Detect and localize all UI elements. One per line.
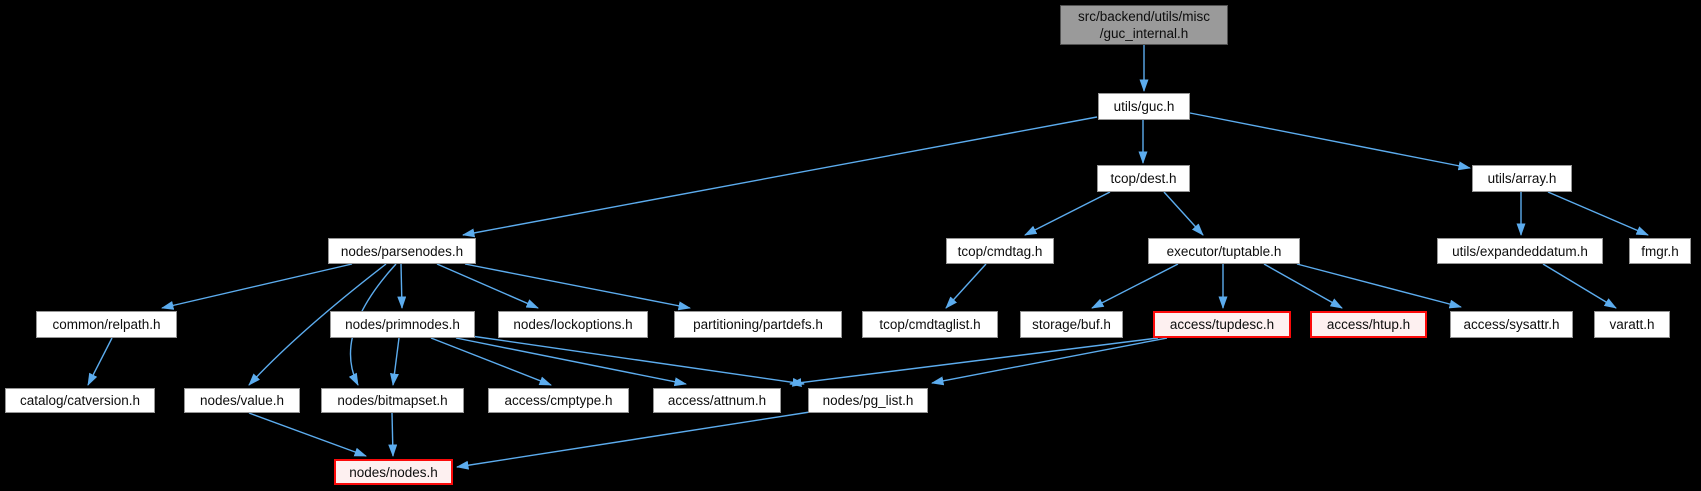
edge-access-tupdesc-to-access-attnum (789, 337, 1159, 388)
edge-nodes-parsenodes-to-nodes-lockoptions (436, 263, 539, 309)
edge-tcop-cmdtag-to-tcop-cmdtaglist (945, 263, 987, 309)
node-tcop-cmdtag[interactable]: tcop/cmdtag.h (946, 238, 1054, 264)
edge-access-tupdesc-to-nodes-pg-list (931, 337, 1168, 386)
edge-utils-guc-to-nodes-parsenodes (462, 116, 1098, 238)
edge-utils-expandeddatum-to-varatt (1542, 263, 1617, 309)
edge-tcop-dest-to-tcop-cmdtag (1024, 191, 1111, 236)
node-label-line1: src/backend/utils/misc (1077, 8, 1211, 24)
edge-utils-array-to-fmgr (1547, 191, 1649, 236)
node-nodes-value[interactable]: nodes/value.h (184, 388, 300, 413)
node-fmgr[interactable]: fmgr.h (1629, 238, 1691, 264)
node-tcop-cmdtaglist[interactable]: tcop/cmdtaglist.h (862, 311, 998, 338)
node-access-tupdesc[interactable]: access/tupdesc.h (1153, 311, 1291, 338)
edge-nodes-primnodes-to-nodes-bitmapset (389, 337, 400, 386)
node-tcop-dest[interactable]: tcop/dest.h (1097, 165, 1190, 192)
edge-utils-guc-to-utils-array (1189, 112, 1471, 171)
node-varatt[interactable]: varatt.h (1594, 311, 1670, 338)
edge-nodes-bitmapset-to-nodes-nodes (388, 412, 398, 457)
node-nodes-pg-list[interactable]: nodes/pg_list.h (808, 388, 928, 413)
node-utils-guc[interactable]: utils/guc.h (1098, 93, 1190, 120)
edge-executor-tuptable-to-access-htup (1263, 263, 1343, 309)
edge-common-relpath-to-catalog-catversion (87, 337, 113, 386)
edge-nodes-parsenodes-to-nodes-primnodes (397, 263, 407, 309)
edge-nodes-primnodes-to-access-cmptype (430, 337, 552, 386)
node-access-cmptype[interactable]: access/cmptype.h (488, 388, 629, 413)
node-partitioning-partdefs[interactable]: partitioning/partdefs.h (674, 311, 842, 338)
node-guc-internal[interactable]: src/backend/utils/misc/guc_internal.h (1060, 5, 1228, 45)
edge-nodes-parsenodes-to-nodes-value (248, 263, 387, 386)
node-utils-expandeddatum[interactable]: utils/expandeddatum.h (1437, 238, 1603, 264)
node-nodes-bitmapset[interactable]: nodes/bitmapset.h (321, 388, 464, 413)
edge-nodes-parsenodes-to-common-relpath (161, 263, 353, 310)
node-storage-buf[interactable]: storage/buf.h (1020, 311, 1123, 338)
node-nodes-parsenodes[interactable]: nodes/parsenodes.h (328, 238, 476, 264)
node-executor-tuptable[interactable]: executor/tuptable.h (1148, 238, 1300, 264)
node-access-htup[interactable]: access/htup.h (1310, 311, 1427, 338)
node-access-sysattr[interactable]: access/sysattr.h (1450, 311, 1573, 338)
edge-executor-tuptable-to-access-sysattr (1296, 263, 1462, 309)
node-utils-array[interactable]: utils/array.h (1472, 165, 1572, 192)
node-label-line2: /guc_internal.h (1099, 26, 1189, 41)
edge-nodes-value-to-nodes-nodes (248, 412, 367, 457)
edge-nodes-parsenodes-to-partitioning-partdefs (464, 263, 691, 311)
node-common-relpath[interactable]: common/relpath.h (36, 311, 177, 338)
node-access-attnum[interactable]: access/attnum.h (653, 388, 781, 413)
edge-tcop-dest-to-executor-tuptable (1163, 191, 1204, 236)
node-nodes-primnodes[interactable]: nodes/primnodes.h (330, 311, 475, 338)
edge-executor-tuptable-to-storage-buf (1091, 263, 1179, 309)
node-nodes-nodes[interactable]: nodes/nodes.h (334, 459, 453, 485)
edge-nodes-primnodes-to-access-attnum (455, 337, 687, 387)
node-catalog-catversion[interactable]: catalog/catversion.h (5, 388, 155, 413)
node-nodes-lockoptions[interactable]: nodes/lockoptions.h (498, 311, 648, 338)
edge-nodes-primnodes-to-nodes-pg-list (470, 335, 805, 387)
edge-nodes-pg-list-to-nodes-nodes (456, 411, 811, 470)
